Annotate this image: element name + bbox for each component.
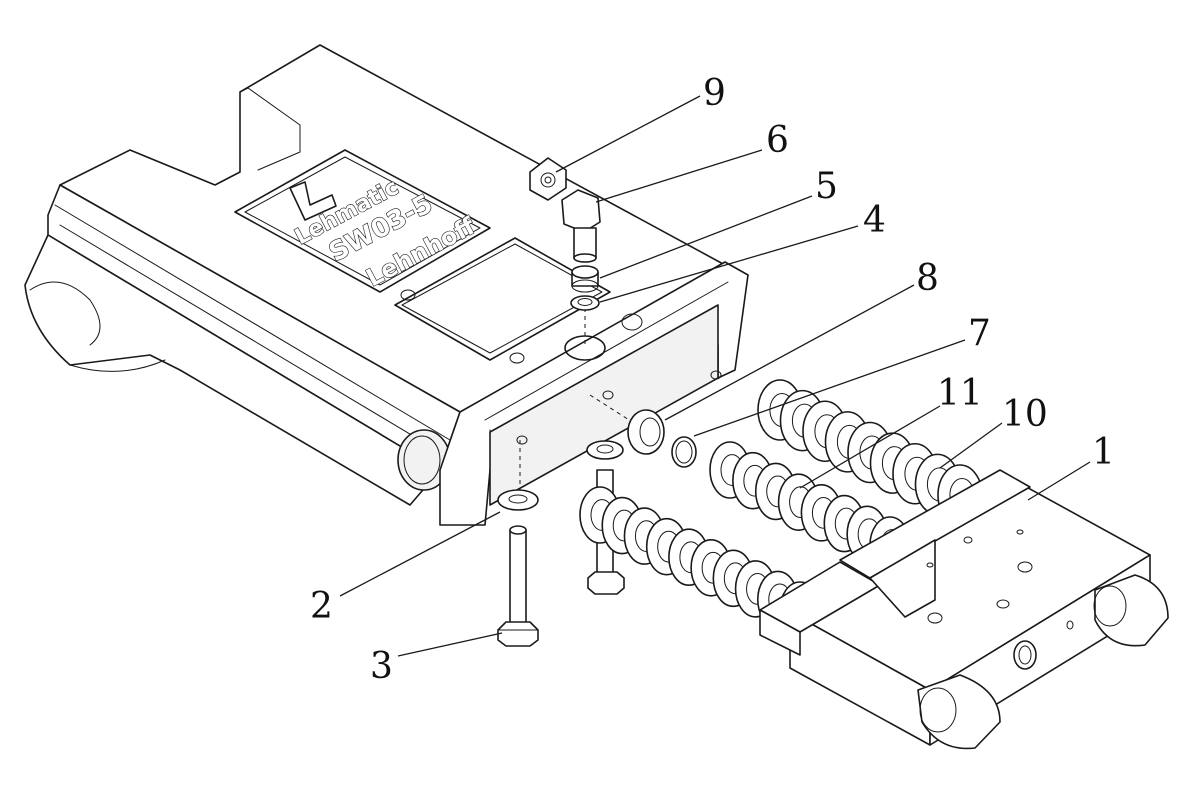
callout-9: 9 [703, 73, 726, 114]
part-3-hex-bolt [497, 525, 539, 647]
spring-middle-11 [709, 441, 911, 574]
part-5-spacer [571, 265, 599, 293]
callout-10: 10 [1002, 394, 1048, 435]
coupler-housing: Lehmatic SW03-5 Lehnhoff [24, 44, 749, 526]
callout-2: 2 [310, 586, 333, 627]
part-9-nut [529, 157, 567, 201]
part-8-bushing [627, 409, 665, 455]
part-6-bolt [561, 189, 601, 263]
leader-lines [339, 95, 1091, 657]
callout-labels: 9 6 5 4 8 7 11 10 1 2 3 [310, 73, 1115, 687]
part-2-washer [497, 489, 539, 511]
part-7-o-ring [671, 436, 697, 468]
part-1-slider-block [759, 469, 1169, 750]
callout-1: 1 [1092, 432, 1115, 473]
callout-5: 5 [815, 166, 838, 207]
callout-6: 6 [766, 120, 789, 161]
part-4-washer [570, 295, 600, 311]
callout-7: 7 [968, 313, 991, 354]
callout-3: 3 [370, 646, 393, 687]
callout-8: 8 [916, 258, 939, 299]
callout-11: 11 [937, 373, 983, 414]
callout-4: 4 [863, 200, 886, 241]
